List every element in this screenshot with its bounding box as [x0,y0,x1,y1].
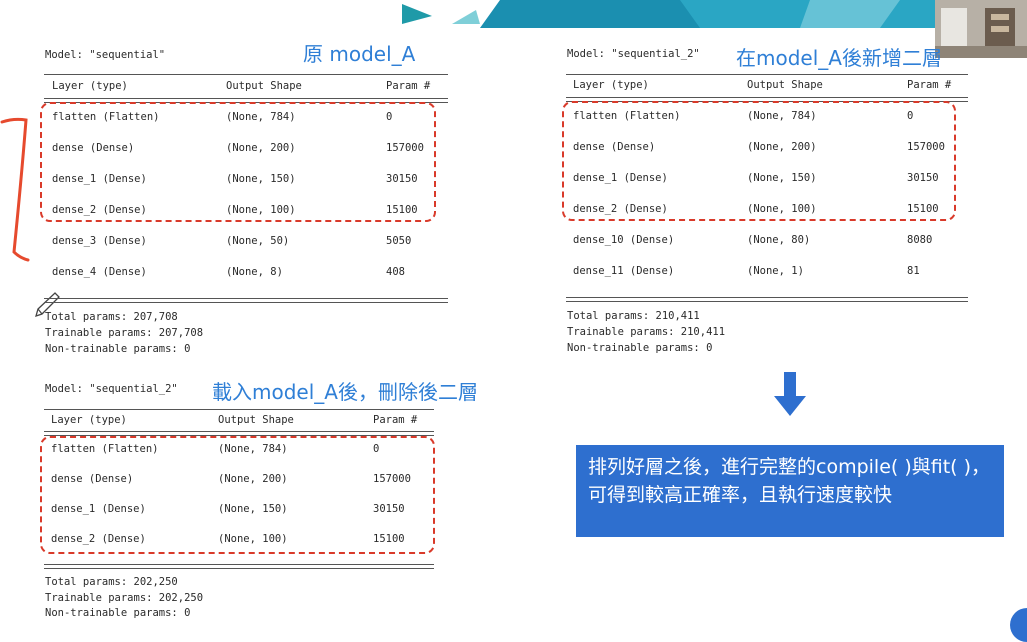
row-layer: dense_2 (Dense) [51,533,146,545]
row-layer: dense (Dense) [51,473,134,485]
row-param: 15100 [907,203,939,215]
row-shape: (None, 100) [226,204,296,216]
panel-a-trainable: Trainable params: 207,708 [45,327,204,339]
panel-a-nontrainable: Non-trainable params: 0 [45,343,191,355]
row-shape: (None, 80) [747,234,811,246]
panel-c-trainable: Trainable params: 202,250 [45,592,204,604]
row-param: 0 [386,111,393,123]
corner-circle-decoration [1010,608,1027,642]
panel-b-nontrainable: Non-trainable params: 0 [567,342,713,354]
row-param: 15100 [386,204,418,216]
row-shape: (None, 784) [226,111,296,123]
row-layer: dense (Dense) [52,142,135,154]
row-layer: dense_1 (Dense) [573,172,668,184]
panel-c-header-layer: Layer (type) [51,414,127,426]
panel-a-header-layer: Layer (type) [52,80,128,92]
panel-a-header-shape: Output Shape [226,80,302,92]
row-shape: (None, 8) [226,266,283,278]
row-layer: dense_1 (Dense) [52,173,147,185]
row-param: 15100 [373,533,405,545]
row-shape: (None, 200) [218,473,288,485]
row-layer: dense_11 (Dense) [573,265,675,277]
panel-a-highlight-box [40,102,436,222]
panel-a-header-param: Param # [386,80,431,92]
panel-b-header-layer: Layer (type) [573,79,649,91]
panel-a-total: Total params: 207,708 [45,311,178,323]
panel-c-header-param: Param # [373,414,418,426]
row-shape: (None, 784) [747,110,817,122]
panel-a-title: 原 model_A [303,42,416,66]
row-layer: dense_2 (Dense) [52,204,147,216]
panel-c-model-label: Model: "sequential_2" [45,383,178,395]
row-shape: (None, 150) [218,503,288,515]
row-param: 408 [386,266,405,278]
row-param: 0 [907,110,914,122]
panel-c-footer-rule [44,564,434,569]
panel-a-top-rule [44,74,448,75]
panel-b-highlight-box [562,101,956,221]
panel-c-header-rule [44,431,434,436]
row-param: 157000 [373,473,411,485]
row-layer: flatten (Flatten) [573,110,681,122]
row-shape: (None, 200) [226,142,296,154]
panel-c-total: Total params: 202,250 [45,576,178,588]
panel-b-header-shape: Output Shape [747,79,823,91]
panel-b-header-param: Param # [907,79,952,91]
row-param: 157000 [907,141,945,153]
row-param: 157000 [386,142,424,154]
row-param: 8080 [907,234,933,246]
panel-c-title: 載入model_A後，刪除後二層 [212,380,478,404]
row-shape: (None, 1) [747,265,804,277]
down-arrow-icon [774,372,806,416]
panel-b-trainable: Trainable params: 210,411 [567,326,726,338]
row-layer: flatten (Flatten) [52,111,160,123]
row-shape: (None, 100) [218,533,288,545]
panel-c-top-rule [44,409,434,410]
row-shape: (None, 150) [747,172,817,184]
webcam-thumbnail [935,0,1027,58]
row-layer: dense (Dense) [573,141,656,153]
panel-c-header-shape: Output Shape [218,414,294,426]
row-shape: (None, 50) [226,235,290,247]
panel-b-model-label: Model: "sequential_2" [567,48,700,60]
row-layer: dense_4 (Dense) [52,266,147,278]
panel-a-model-label: Model: "sequential" [45,49,166,61]
row-param: 30150 [373,503,405,515]
panel-b-top-rule [566,74,968,75]
row-param: 30150 [907,172,939,184]
row-shape: (None, 100) [747,203,817,215]
row-layer: dense_3 (Dense) [52,235,147,247]
row-param: 5050 [386,235,412,247]
row-shape: (None, 200) [747,141,817,153]
panel-c-highlight-box [40,436,435,554]
row-shape: (None, 150) [226,173,296,185]
row-param: 0 [373,443,380,455]
summary-note-text: 排列好層之後，進行完整的compile( )與fit( )，可得到較高正確率，且… [588,456,991,506]
summary-note: 排列好層之後，進行完整的compile( )與fit( )，可得到較高正確率，且… [576,445,1004,537]
row-layer: flatten (Flatten) [51,443,159,455]
panel-c-nontrainable: Non-trainable params: 0 [45,607,191,619]
panel-b-total: Total params: 210,411 [567,310,700,322]
panel-a-footer-rule [44,298,448,303]
row-param: 30150 [386,173,418,185]
panel-b-title: 在model_A後新增二層 [736,46,942,70]
row-shape: (None, 784) [218,443,288,455]
red-annotation-mark [0,117,30,262]
row-layer: dense_10 (Dense) [573,234,675,246]
top-banner-decoration [402,0,940,28]
row-param: 81 [907,265,920,277]
row-layer: dense_1 (Dense) [51,503,146,515]
row-layer: dense_2 (Dense) [573,203,668,215]
panel-b-footer-rule [566,297,968,302]
